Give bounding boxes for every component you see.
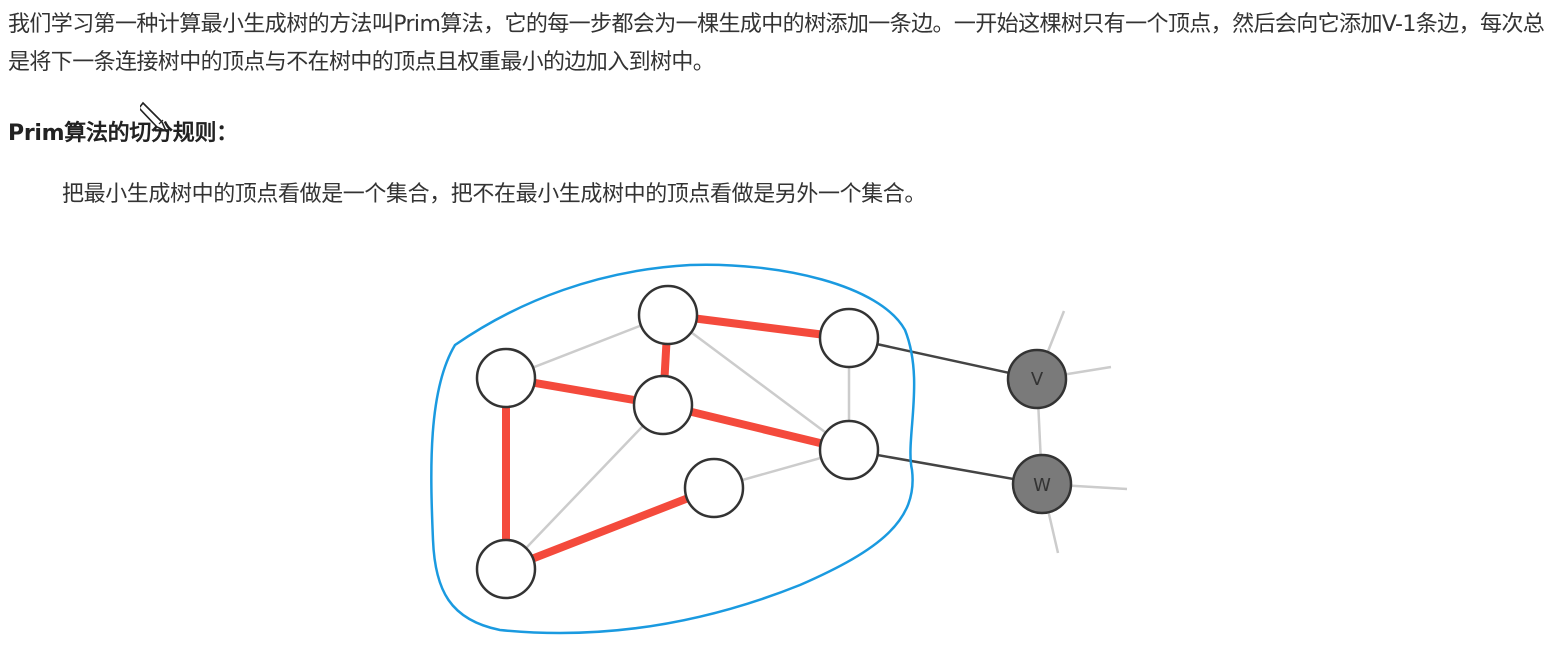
graph-node — [475, 538, 537, 600]
graph-node — [683, 457, 745, 519]
edge-crossing-w — [848, 448, 1043, 486]
edge-light — [1035, 378, 1044, 485]
edge-light — [1040, 483, 1060, 554]
cut-rule-text: 把最小生成树中的顶点看做是一个集合，把不在最小生成树中的顶点看做是另外一个集合。 — [62, 182, 927, 207]
edge-light — [1041, 482, 1128, 491]
edge-light — [713, 448, 850, 490]
edge-light — [505, 404, 664, 570]
edge-tree — [664, 311, 853, 342]
graph-node — [632, 374, 694, 436]
node-v — [1006, 348, 1068, 410]
non-tree-edges — [505, 310, 1128, 570]
graph-node — [818, 419, 880, 481]
edge-tree — [659, 311, 672, 409]
outside-nodes — [1006, 348, 1073, 515]
intro-paragraph: 我们学习第一种计算最小生成树的方法叫Prim算法，它的每一步都会为一棵生成中的树… — [8, 12, 1545, 75]
crossing-edges — [848, 336, 1043, 486]
edge-light — [667, 313, 850, 452]
node-v-label: V — [1031, 369, 1044, 390]
tree-nodes — [475, 284, 880, 600]
edge-tree — [502, 484, 718, 573]
graph-node — [637, 284, 699, 346]
edge-tree — [502, 374, 667, 409]
edge-crossing-v — [848, 336, 1038, 381]
node-w-label: W — [1033, 475, 1051, 496]
cut-boundary — [430, 263, 916, 635]
tree-edges — [502, 311, 853, 573]
edge-light — [505, 313, 669, 380]
node-w — [1011, 453, 1073, 515]
graph-node — [818, 307, 880, 369]
edge-light — [1035, 310, 1066, 380]
graph-node — [475, 347, 537, 409]
edge-light — [1036, 365, 1112, 381]
pencil-cursor-icon — [140, 101, 168, 133]
edge-tree — [659, 401, 853, 454]
section-heading: Prim算法的切分规则： — [8, 121, 238, 146]
